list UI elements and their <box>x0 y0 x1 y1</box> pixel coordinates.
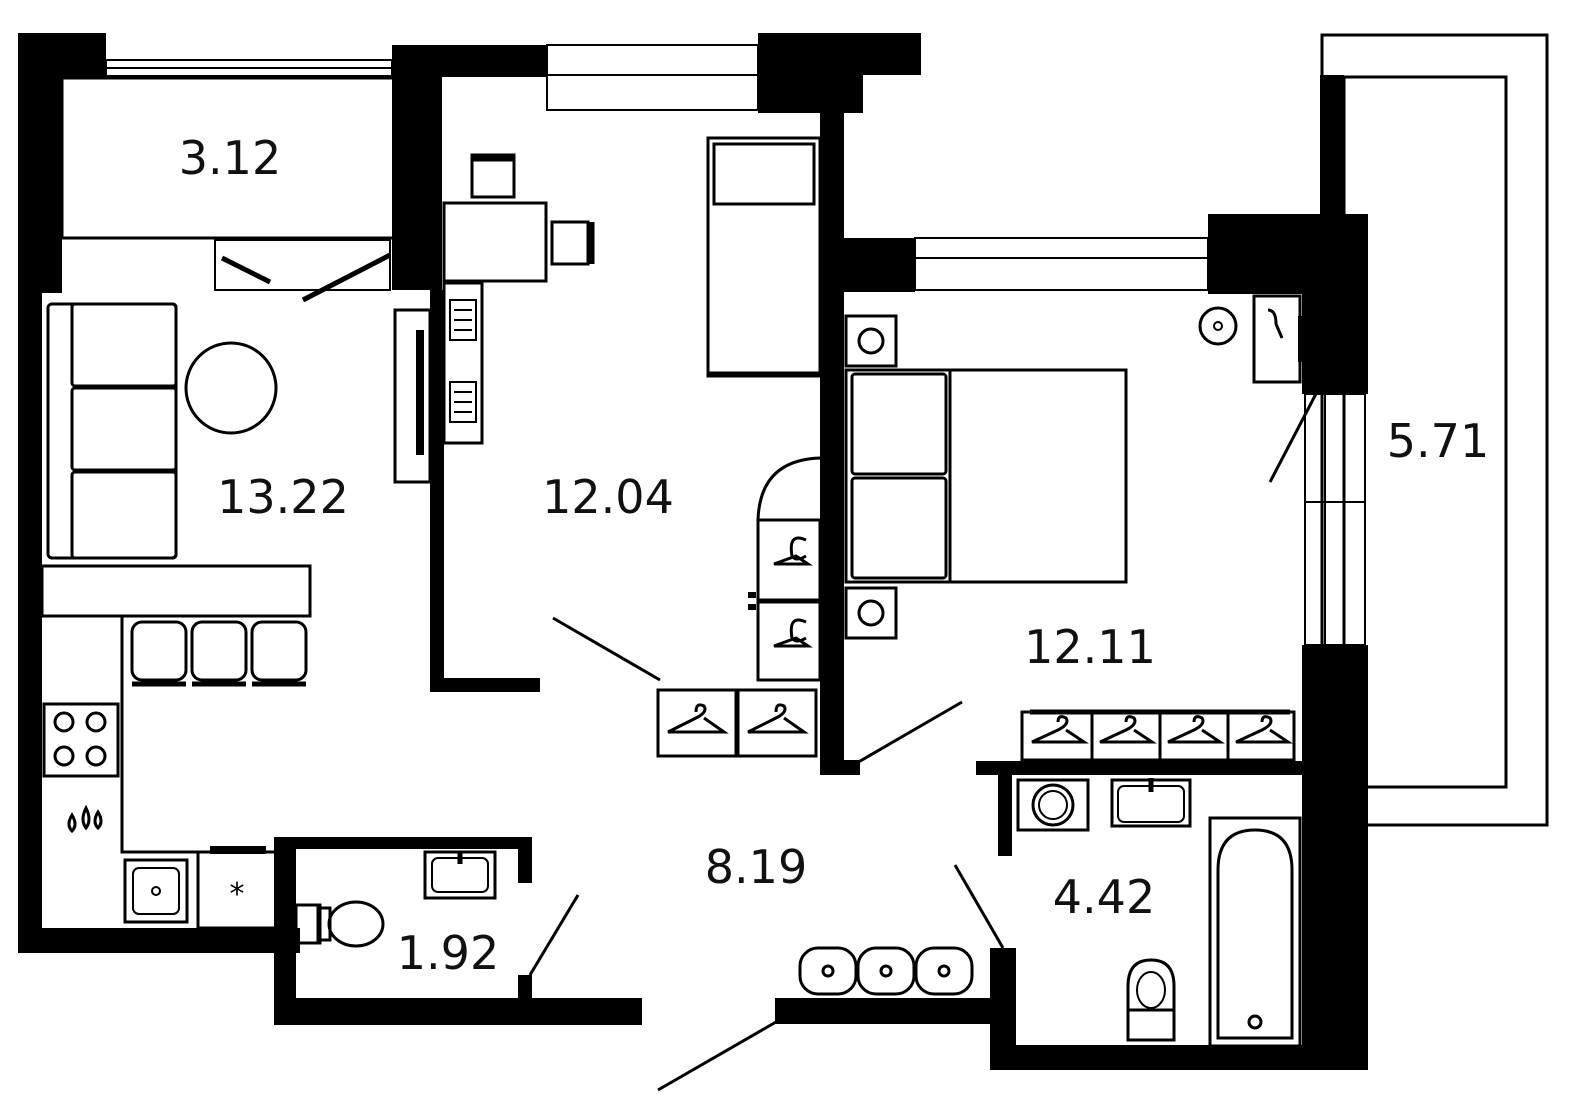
drip-icon <box>67 804 103 834</box>
desk <box>442 153 595 283</box>
kitchen-counter <box>40 564 312 618</box>
single-bed <box>706 136 822 378</box>
sofa-left <box>46 302 178 560</box>
room-area-bedroom: 12.11 <box>1024 620 1156 674</box>
room-area-wc: 1.92 <box>396 926 500 980</box>
kitchen-unit <box>42 614 280 854</box>
toilet-icon <box>294 900 385 948</box>
double-bed <box>844 314 1128 640</box>
room-area-loggia-left: 3.12 <box>178 131 282 185</box>
wc-sink-icon <box>423 850 497 900</box>
room-area-room-center: 12.04 <box>542 470 674 524</box>
walls <box>18 33 1368 1070</box>
stove-icon <box>42 702 120 778</box>
kitchen-sink-icon <box>123 858 189 924</box>
room-area-loggia-right: 5.71 <box>1386 414 1490 468</box>
windows <box>105 44 1366 646</box>
wardrobe-center <box>748 456 822 682</box>
radiators <box>442 281 484 445</box>
bath-sink-icon <box>1110 778 1192 828</box>
lamp-icon <box>1198 294 1306 384</box>
doors <box>220 252 1320 1092</box>
washing-machine-icon <box>1016 778 1090 832</box>
right-loggia <box>1320 33 1549 827</box>
hanger-icon <box>656 688 818 758</box>
hall-shelf <box>798 946 974 996</box>
bar-stools <box>130 620 308 687</box>
room-area-kitchen-living: 13.22 <box>217 470 349 524</box>
bath-toilet-icon <box>1126 958 1176 1042</box>
room-area-hall: 8.19 <box>704 840 808 894</box>
bedroom-wardrobe <box>1020 709 1296 762</box>
room-area-bathroom: 4.42 <box>1052 870 1156 924</box>
tv-stand <box>393 308 432 484</box>
fridge-icon: * <box>196 846 280 930</box>
round-table <box>184 341 278 435</box>
bathtub-icon <box>1208 816 1302 1048</box>
svg-text:*: * <box>230 877 245 912</box>
